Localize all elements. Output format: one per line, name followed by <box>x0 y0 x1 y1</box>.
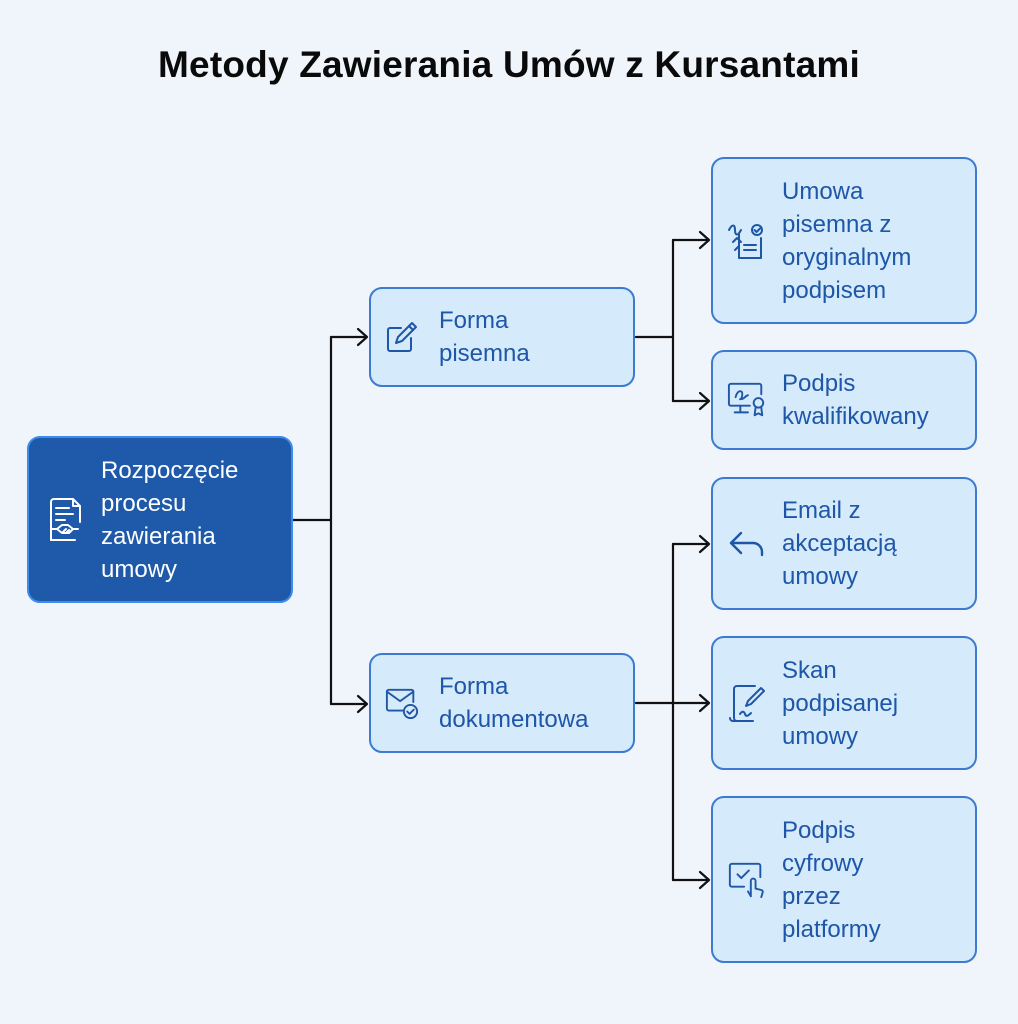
leaf-email-akceptacja: Email z akceptacją umowy <box>711 477 977 610</box>
certified-monitor-icon <box>727 380 767 420</box>
leaf-label: Email z akceptacją umowy <box>782 497 897 590</box>
reply-arrow-icon <box>727 527 767 561</box>
branch-label: Forma dokumentowa <box>439 673 589 733</box>
connector-arrowhead <box>698 870 711 890</box>
connector-root-trunk <box>291 335 333 706</box>
leaf-skan-umowy: Skan podpisanej umowy <box>711 636 977 770</box>
leaf-label: Podpis kwalifikowany <box>782 370 929 430</box>
root-node: Rozpoczęcie procesu zawierania umowy <box>27 436 293 603</box>
pen-edit-icon <box>385 320 419 354</box>
leaf-umowa-pisemna: Umowa pisemna z oryginalnym podpisem <box>711 157 977 324</box>
connector-dokumentowa-trunk <box>634 542 675 882</box>
connector-arrowhead <box>698 391 711 411</box>
signed-scan-icon <box>727 682 767 724</box>
connector-arrowhead <box>698 534 711 554</box>
branch-forma-dokumentowa: Forma dokumentowa <box>369 653 635 753</box>
connector-pisemna-trunk <box>634 238 675 403</box>
branch-forma-pisemna: Forma pisemna <box>369 287 635 387</box>
envelope-check-icon <box>385 685 419 721</box>
leaf-label: Podpis cyfrowy przez platformy <box>782 816 881 943</box>
connector-arrowhead <box>356 694 369 714</box>
branch-label: Forma pisemna <box>439 307 530 367</box>
diagram-title: Metody Zawierania Umów z Kursantami <box>158 44 860 85</box>
leaf-podpis-cyfrowy: Podpis cyfrowy przez platformy <box>711 796 977 963</box>
leaf-podpis-kwalifikowany: Podpis kwalifikowany <box>711 350 977 450</box>
leaf-label: Skan podpisanej umowy <box>782 656 899 750</box>
connector-arrowhead <box>356 327 369 347</box>
connector-arrowhead <box>698 693 711 713</box>
touch-screen-check-icon <box>727 859 767 901</box>
signing-document-icon <box>727 220 767 262</box>
handshake-contract-icon <box>45 496 89 544</box>
connector-arrowhead <box>698 230 711 250</box>
leaf-label: Umowa pisemna z oryginalnym podpisem <box>782 177 912 304</box>
root-label: Rozpoczęcie procesu zawierania umowy <box>101 456 239 583</box>
